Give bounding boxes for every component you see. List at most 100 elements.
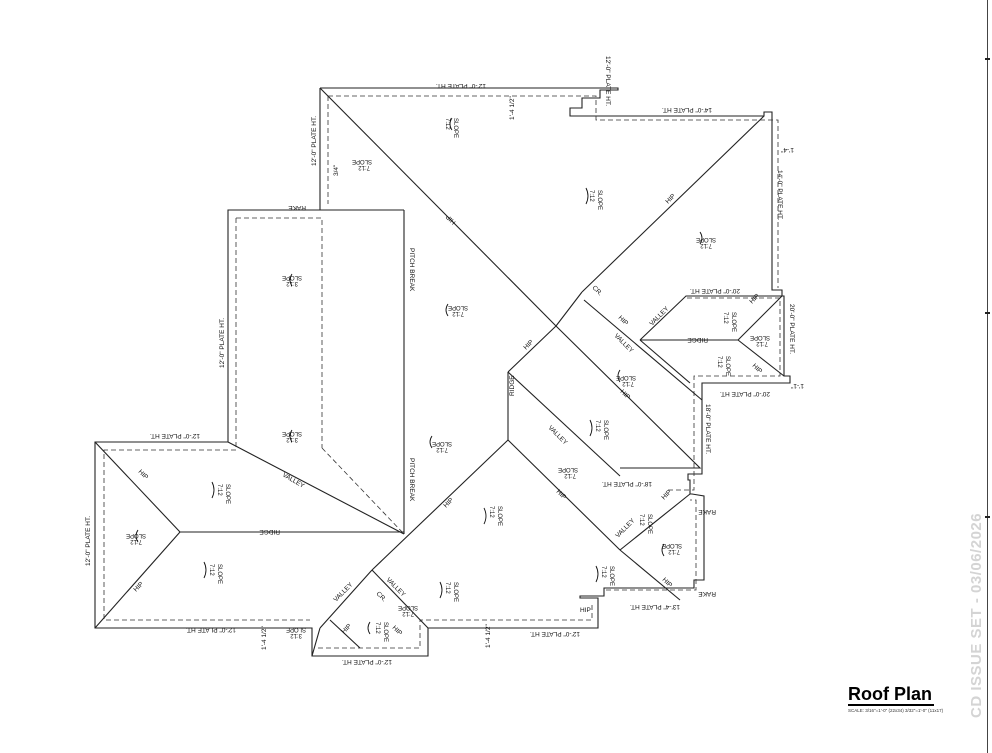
dimension-label: 1'-4 1/2" (509, 96, 516, 120)
hip-label: HIP (751, 362, 764, 375)
slope-label: 7:12 SLOPE (126, 532, 146, 544)
slope-label: 7:12 SLOPE (696, 236, 716, 248)
rake-label: RAKE (698, 508, 716, 515)
cricket-label: CR. (591, 284, 604, 297)
svg-text:SLOPE: SLOPE (662, 542, 682, 548)
slope-label: 7:12 SLOPE (374, 622, 388, 642)
svg-text:7:12: 7:12 (374, 622, 380, 634)
hip-label: HIP (340, 623, 353, 636)
scale-note: SCALE: 3/16"=1'-0" (22x34) 3/32"=1'-0" (… (848, 708, 944, 713)
dimension-label: 1'-4" (780, 146, 794, 153)
svg-text:7:12: 7:12 (402, 610, 414, 616)
plate-ht-top: 12'-0" PLATE HT. (436, 82, 486, 89)
slope-label: 7:12 SLOPE (594, 420, 608, 440)
svg-text:7:12: 7:12 (358, 164, 370, 170)
valley-label: VALLEY (281, 472, 306, 490)
svg-text:7:12: 7:12 (638, 514, 644, 526)
plate-ht-bay-top: 20'-0" PLATE HT. (690, 287, 740, 294)
border-tick (985, 516, 990, 518)
plate-ht-far-left: 12'-0" PLATE HT. (85, 516, 92, 566)
plate-ht-top-right-a: 12'-0" PLATE HT. (604, 56, 611, 106)
svg-text:7:12: 7:12 (700, 242, 712, 248)
drawing-title: Roof Plan (848, 684, 934, 706)
roof-outline (94, 87, 791, 657)
svg-text:SLOPE: SLOPE (282, 274, 302, 280)
issue-stamp: CD ISSUE SET - 03/06/2026 (968, 512, 985, 718)
plate-ht-bottom-center: 12'-0" PLATE HT. (342, 658, 392, 665)
roof-lines (94, 87, 785, 657)
slope-label-3-12: 3:12 SLOPE (286, 626, 306, 638)
svg-text:SLOPE: SLOPE (126, 532, 146, 538)
slope-label: 7:12 SLOPE (600, 566, 614, 586)
svg-text:7:12: 7:12 (588, 190, 594, 202)
slope-label: 7:12 SLOPE (352, 158, 372, 170)
slope-label: 7:12 SLOPE (398, 604, 418, 616)
cricket-label: CR. (375, 590, 388, 603)
slope-label: 7:12 SLOPE (588, 190, 602, 210)
ridge-label: RIDGE (259, 528, 280, 535)
slope-label: 7:12 SLOPE (722, 312, 736, 332)
ridge-label: RIDGE (687, 336, 708, 343)
dimension-label: 1'-4 1/2" (261, 626, 268, 650)
slope-label: 7:12 SLOPE (488, 506, 502, 526)
valley-label: VALLEY (613, 332, 635, 354)
valley-label: VALLEY (547, 424, 569, 446)
plate-ht-right-upper: 14'-0" PLATE HT. (776, 170, 783, 220)
hip-label: HIP (132, 581, 145, 594)
svg-text:SLOPE: SLOPE (724, 356, 730, 376)
slope-label: 7:12 SLOPE (750, 334, 770, 346)
svg-text:7:12: 7:12 (444, 582, 450, 594)
slope-label: 7:12 SLOPE (448, 304, 468, 316)
svg-text:SLOPE: SLOPE (286, 626, 306, 632)
svg-text:7:12: 7:12 (208, 564, 214, 576)
hip-label: HIP (748, 293, 761, 306)
plate-ht-right-lower: 18'-0" PLATE HT. (602, 480, 652, 487)
svg-text:SLOPE: SLOPE (696, 236, 716, 242)
plate-ht-mid-left: 12'-0" PLATE HT. (219, 318, 226, 368)
svg-text:SLOPE: SLOPE (596, 190, 602, 210)
drawing-labels: 12'-0" PLATE HT. 12'-0" PLATE HT. 14'-0"… (85, 56, 804, 665)
svg-text:SLOPE: SLOPE (216, 564, 222, 584)
slope-label: 7:12 SLOPE (638, 514, 652, 534)
plate-ht-bottom-right: 13'-4" PLATE HT. (630, 603, 680, 610)
valley-label: VALLEY (614, 517, 636, 539)
dimension-label: 3/4" (333, 164, 340, 176)
slope-label: 7:12 SLOPE (216, 484, 230, 504)
valley-label: VALLEY (648, 305, 670, 327)
pitch-break-label: PITCH BREAK (408, 248, 415, 292)
svg-text:SLOPE: SLOPE (750, 334, 770, 340)
svg-text:SLOPE: SLOPE (646, 514, 652, 534)
slope-label: 7:12 SLOPE (444, 118, 458, 138)
plate-ht-left-wing-top: 12'-0" PLATE HT. (150, 432, 200, 439)
valley-label: VALLEY (385, 576, 407, 598)
rake-label: RAKE (698, 590, 716, 597)
plate-ht-bottom-mid: 12'-0" PLATE HT. (530, 630, 580, 637)
plate-ht-bay-bottom: 20'-0" PLATE HT. (720, 390, 770, 397)
svg-text:SLOPE: SLOPE (558, 466, 578, 472)
svg-text:7:12: 7:12 (600, 566, 606, 578)
svg-text:SLOPE: SLOPE (224, 484, 230, 504)
svg-text:SLOPE: SLOPE (602, 420, 608, 440)
ridge-label: RIDGE (509, 375, 516, 396)
svg-text:7:12: 7:12 (216, 484, 222, 496)
hip-label: HIP (619, 388, 632, 401)
plate-ht-bay-right: 20'-0" PLATE HT. (788, 304, 795, 354)
slope-label: 7:12 SLOPE (616, 374, 636, 386)
slope-label: 7:12 SLOPE (444, 582, 458, 602)
slope-label: 7:12 SLOPE (432, 440, 452, 452)
dimension-label: 1'-4 1/2" (485, 624, 492, 648)
slope-label: 7:12 SLOPE (716, 356, 730, 376)
svg-text:7:12: 7:12 (722, 312, 728, 324)
svg-text:7:12: 7:12 (130, 538, 142, 544)
svg-text:7:12: 7:12 (452, 310, 464, 316)
slope-label: 7:12 SLOPE (208, 564, 222, 584)
svg-text:7:12: 7:12 (756, 340, 768, 346)
border-tick (985, 312, 990, 314)
svg-text:7:12: 7:12 (444, 118, 450, 130)
hip-label: HIP (555, 488, 568, 501)
wall-dashed-lines (103, 95, 781, 649)
hip-label: HIP (661, 576, 674, 589)
hip-label: HIP (445, 213, 458, 226)
slope-label-3-12: 3:12 SLOPE (282, 274, 302, 286)
